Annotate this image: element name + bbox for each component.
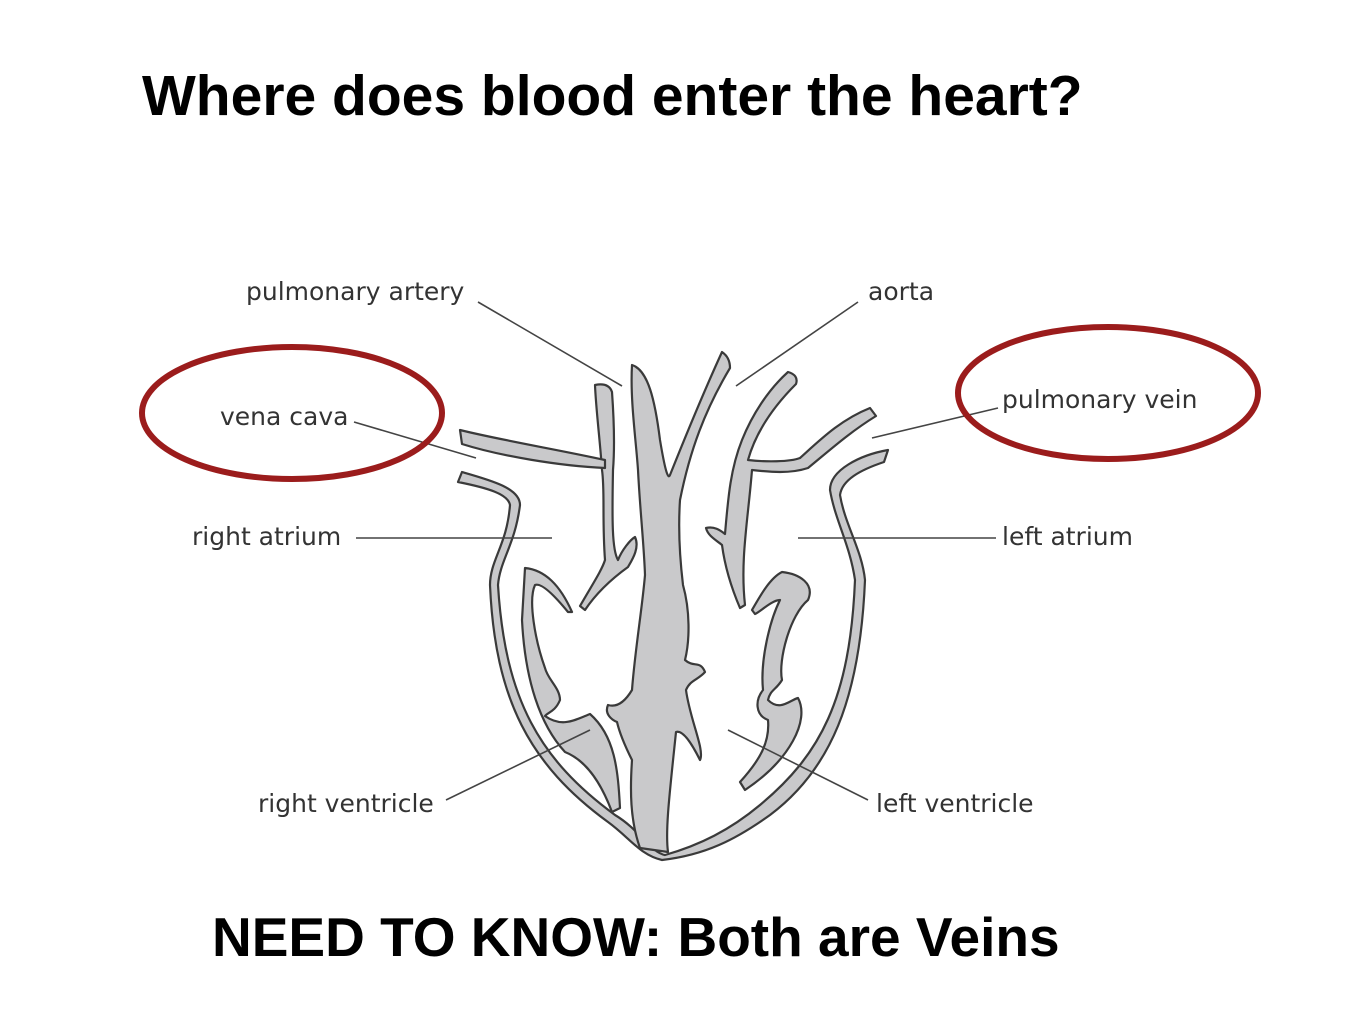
highlight-ring-pulmonary-vein (955, 324, 1261, 462)
leader-left-ventricle (727, 729, 869, 801)
vena-cava-vessel (458, 428, 607, 470)
leader-right-ventricle (445, 729, 591, 801)
heart-septum (605, 350, 732, 854)
label-right-ventricle: right ventricle (258, 789, 434, 818)
need-to-know-note: NEED TO KNOW: Both are Veins (212, 906, 1060, 968)
leader-pulmonary-vein (871, 407, 999, 439)
aorta-vessel (704, 370, 878, 610)
heart-outer-wall (456, 448, 890, 862)
heart-walls (456, 350, 890, 862)
label-right-atrium: right atrium (192, 522, 341, 551)
heart-inner-wall (520, 566, 811, 814)
label-pulmonary-vein: pulmonary vein (1002, 385, 1197, 414)
label-vena-cava: vena cava (220, 402, 348, 431)
diagram-labels: pulmonary artery aorta vena cava pulmona… (192, 277, 1197, 818)
leader-aorta (735, 301, 859, 387)
slide-title: Where does blood enter the heart? (142, 64, 1083, 128)
label-left-ventricle: left ventricle (876, 789, 1034, 818)
pulmonary-artery-trunk (578, 383, 638, 612)
label-left-atrium: left atrium (1002, 522, 1133, 551)
label-aorta: aorta (868, 277, 934, 306)
leader-vena-cava (353, 421, 477, 459)
leader-lines (353, 301, 999, 801)
leader-pulmonary-artery (477, 301, 623, 387)
label-pulmonary-artery: pulmonary artery (246, 277, 465, 306)
highlight-ring-vena-cava (139, 344, 445, 482)
highlight-rings (139, 324, 1261, 482)
